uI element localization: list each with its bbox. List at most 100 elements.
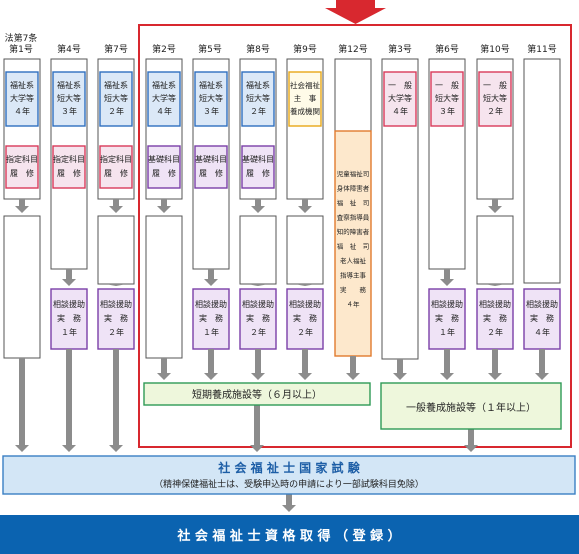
- c7-subject-line-2: 履 修: [104, 168, 128, 178]
- down-arrow-icon: [440, 349, 454, 380]
- c12-positions-line-4: 査察指導員: [337, 213, 370, 222]
- down-arrow-icon: [250, 405, 264, 452]
- c6-practice-line-2: 実 務: [435, 313, 459, 323]
- c3-school-line-2: 大学等: [388, 93, 412, 103]
- subject-box-no2: [147, 145, 181, 189]
- route-label-no9: 第9号: [293, 43, 317, 55]
- subject-box-no5: [194, 145, 228, 189]
- c12-positions-line-1: 児童福祉司: [337, 169, 370, 178]
- c8-practice-line-1: 相談援助: [242, 299, 274, 309]
- down-arrow-icon: [109, 349, 123, 452]
- c3-school-line-1: 一 般: [388, 80, 412, 90]
- route-label-no11: 第11号: [527, 43, 556, 55]
- c4-practice-line-3: １年: [61, 327, 77, 337]
- school-box-no9: [288, 71, 322, 127]
- route-label-no7: 第7号: [104, 43, 128, 55]
- c12-positions-line-6: 福 祉 司: [337, 242, 370, 251]
- down-arrow-icon: [488, 199, 502, 213]
- down-arrow-icon: [298, 349, 312, 380]
- c6-school-line-3: ３年: [439, 106, 455, 116]
- c1-school-line-2: 大学等: [10, 93, 34, 103]
- c4-practice-line-1: 相談援助: [53, 299, 85, 309]
- route-label-no3: 第3号: [388, 43, 412, 55]
- top-red-arrow-icon: [325, 0, 386, 24]
- school-box-no8: [241, 71, 275, 127]
- column-lower-no8: [239, 215, 277, 285]
- down-arrow-icon: [157, 199, 171, 213]
- c6-school-line-1: 一 般: [435, 80, 459, 90]
- practice-box-no6: [428, 288, 466, 350]
- short-facility-label: 短期養成施設等（６月以上）: [192, 388, 322, 401]
- positions-box-no12: [334, 130, 372, 357]
- c4-subject-line-1: 指定科目: [53, 154, 85, 164]
- school-box-no3: [383, 71, 417, 127]
- subject-box-no1: [5, 145, 39, 189]
- c6-school-line-2: 短大等: [435, 93, 459, 103]
- c5-subject-line-1: 基礎科目: [195, 154, 227, 164]
- c1-school-line-1: 福祉系: [10, 80, 34, 90]
- c10-practice-line-1: 相談援助: [479, 299, 511, 309]
- subject-box-no7: [99, 145, 133, 189]
- c7-school-line-3: ２年: [108, 106, 124, 116]
- school-box-no6: [430, 71, 464, 127]
- c9-school-line-3: 養成機関: [290, 106, 320, 116]
- school-box-no4: [52, 71, 86, 127]
- column-outline-no12: [334, 58, 372, 132]
- c12-positions-line-8: 指導主事: [340, 271, 367, 280]
- c5-practice-line-1: 相談援助: [195, 299, 227, 309]
- c12-positions-line-10: ４年: [347, 300, 361, 309]
- c7-practice-line-1: 相談援助: [100, 299, 132, 309]
- red-frame: [138, 24, 572, 448]
- school-box-no5: [194, 71, 228, 127]
- c1-subject-line-1: 指定科目: [6, 154, 38, 164]
- c8-practice-line-2: 実 務: [246, 313, 270, 323]
- down-arrow-icon: [488, 284, 502, 286]
- box-texts: 福祉系大学等４年福祉系短大等３年福祉系短大等２年福祉系大学等４年福祉系短大等３年…: [6, 80, 558, 337]
- down-arrow-icon: [298, 284, 312, 286]
- c8-school-line-1: 福祉系: [246, 80, 270, 90]
- c11-practice-line-3: ４年: [534, 327, 550, 337]
- down-arrow-icon: [204, 349, 218, 380]
- c10-school-line-3: ２年: [487, 106, 503, 116]
- c12-positions-line-9: 実 務: [340, 285, 367, 294]
- c5-school-line-2: 短大等: [199, 93, 223, 103]
- practice-box-no7: [97, 288, 135, 350]
- c7-school-line-1: 福祉系: [104, 80, 128, 90]
- c8-school-line-2: 短大等: [246, 93, 270, 103]
- down-arrow-icon: [62, 269, 76, 286]
- route-label-no2: 第2号: [152, 43, 176, 55]
- c4-subject-line-2: 履 修: [57, 168, 81, 178]
- c9-school-line-1: 社会福祉: [290, 80, 320, 90]
- c8-subject-line-1: 基礎科目: [242, 154, 274, 164]
- c9-practice-line-2: 実 務: [293, 313, 317, 323]
- school-box-no2: [147, 71, 181, 127]
- c7-practice-line-2: 実 務: [104, 313, 128, 323]
- c11-practice-line-1: 相談援助: [526, 299, 558, 309]
- c5-practice-line-2: 実 務: [199, 313, 223, 323]
- column-lower-no9: [286, 215, 324, 285]
- law-prefix-label: 法第7条: [5, 32, 38, 44]
- column-lower-no10: [476, 215, 514, 285]
- route-label-no5: 第5号: [198, 43, 222, 55]
- c12-positions-line-2: 身体障害者: [337, 184, 370, 193]
- down-arrow-icon: [251, 349, 265, 380]
- c4-practice-line-2: 実 務: [57, 313, 81, 323]
- c7-subject-line-1: 指定科目: [100, 154, 132, 164]
- c8-school-line-3: ２年: [250, 106, 266, 116]
- c6-practice-line-1: 相談援助: [431, 299, 463, 309]
- down-arrow-icon: [157, 358, 171, 380]
- c8-practice-line-3: ２年: [250, 327, 266, 337]
- school-box-no10: [478, 71, 512, 127]
- c11-practice-line-2: 実 務: [530, 313, 554, 323]
- route-label-no8: 第8号: [246, 43, 270, 55]
- flow-arrows: [15, 199, 549, 512]
- down-arrow-icon: [109, 284, 123, 286]
- c4-school-line-1: 福祉系: [57, 80, 81, 90]
- down-arrow-icon: [346, 356, 360, 380]
- down-arrow-icon: [204, 269, 218, 286]
- practice-box-no8: [239, 288, 277, 350]
- c10-practice-line-2: 実 務: [483, 313, 507, 323]
- down-arrow-icon: [251, 284, 265, 286]
- c7-school-line-2: 短大等: [104, 93, 128, 103]
